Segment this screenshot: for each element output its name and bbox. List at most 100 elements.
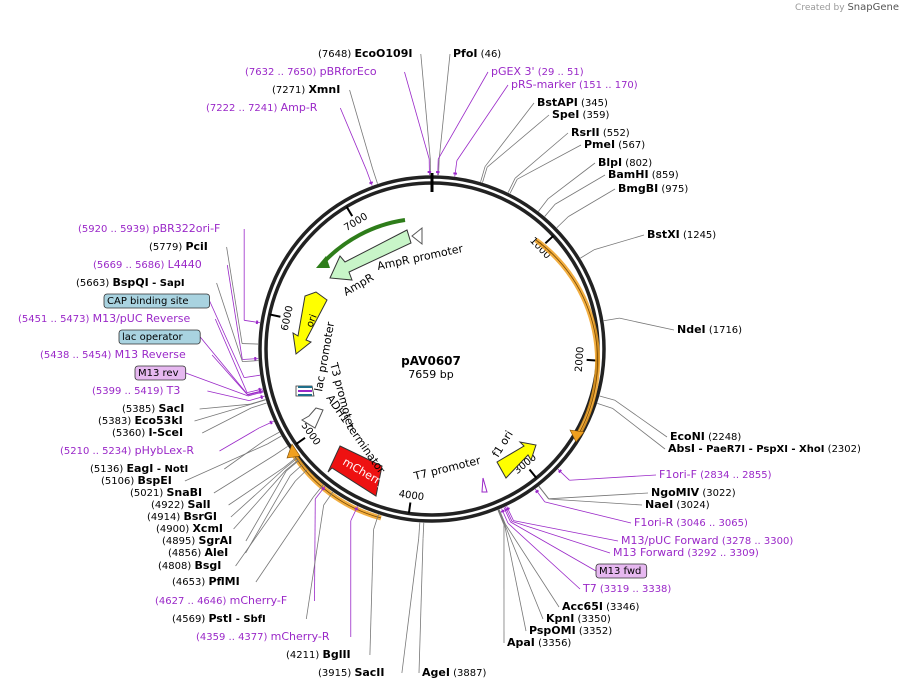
svg-text:RsrII (552): RsrII (552) [571,126,630,139]
right-label-18: M13/pUC Forward (3278 .. 3300) [621,534,793,547]
svg-text:pGEX 3' (29 .. 51): pGEX 3' (29 .. 51) [491,65,584,78]
left-label-2: (7271) XmnI [272,83,340,96]
right-connector-24 [504,524,527,632]
dark-green-arrowhead [316,256,330,268]
left-leader-16 [251,402,267,409]
left-leader-27 [312,484,324,498]
left-label-name-20: SnaBI [166,486,202,499]
right-label-name4-13: - XhoI [788,444,825,455]
right-connector-15 [548,492,649,500]
svg-text:(5451 .. 5473) M13/pUC Revers: (5451 .. 5473) M13/pUC Reverse [18,312,190,325]
left-label-name2-29: - SbfI [232,614,266,625]
right-primer-mark-21 [500,509,505,513]
left-label-box-8 [103,293,210,309]
left-label-23: (4900) XcmI [156,522,223,535]
label-ori: ori [305,313,320,329]
svg-text:F1ori-F (2834 .. 2855): F1ori-F (2834 .. 2855) [659,468,772,481]
right-label-name-7: BlpI [598,156,622,169]
svg-text:(7648) EcoO109I: (7648) EcoO109I [318,47,412,60]
left-label-box-12 [134,365,187,381]
left-label-11: (5438 .. 5454) M13 Reverse [40,348,186,361]
right-label-box-20 [595,563,648,579]
svg-text:(5399 .. 5419) T3: (5399 .. 5419) T3 [92,384,180,397]
right-connector-14 [569,474,657,481]
scale-label-4000: 4000 [398,489,425,503]
feature-ori [292,291,328,355]
right-connector-20 [510,521,597,572]
svg-text:EcoNI (2248): EcoNI (2248) [670,430,741,443]
right-label-name-21: T7 [582,582,597,595]
svg-text:PspOMI (3352): PspOMI (3352) [529,624,612,637]
left-connector-28 [314,498,316,602]
left-connector-15 [194,404,251,422]
left-connector-21 [228,467,284,506]
left-connector-32 [401,538,420,674]
orf-arc-left-head [286,443,301,459]
left-primer-mark-17 [269,420,273,425]
right-label-name3-13: - PspXI [745,444,788,455]
left-label-0: (7648) EcoO109I [318,47,412,60]
svg-text:(5021) SnaBI: (5021) SnaBI [130,486,202,499]
right-connector-19 [511,520,611,554]
right-label-name-15: NgoMIV [651,486,700,499]
right-leader-8 [544,203,556,217]
svg-text:(4627 .. 4646) mCherry-F: (4627 .. 4646) mCherry-F [155,594,287,607]
right-label-20: M13 fwd [595,563,648,579]
right-label-name-6: PmeI [584,138,615,151]
right-label-pos-23: (3350) [574,614,611,625]
right-label-0: PfoI (46) [453,47,501,60]
left-label-32: (3915) SacII [318,666,385,679]
left-label-name-13: T3 [166,384,181,397]
left-label-pos-5: (5779) [149,242,185,253]
right-label-name-0: PfoI [453,47,478,60]
feature-AmpR-promoter [411,226,423,246]
svg-text:BlpI (802): BlpI (802) [598,156,652,169]
right-leader-12 [599,395,616,401]
svg-text:F1ori-R (3046 .. 3065): F1ori-R (3046 .. 3065) [634,516,748,529]
left-label-27: (4653) PflMI [172,575,240,588]
svg-text:(7222 .. 7241) Amp-R: (7222 .. 7241) Amp-R [206,101,318,114]
snapgene-logo: SnapGene [847,2,899,13]
left-connector-27 [255,497,314,583]
right-label-name-14: F1ori-F [659,468,697,481]
right-label-name-5: RsrII [571,126,600,139]
snapgene-credit: Created by SnapGene [795,2,899,13]
svg-text:(7632 .. 7650) pBRforEco: (7632 .. 7650) pBRforEco [245,65,377,78]
left-label-name-30: mCherry-R [271,630,330,643]
right-label-pos-7: (802) [622,158,652,169]
left-leader-21 [283,457,297,468]
left-label-22: (4914) BsrGI [147,510,217,523]
left-label-16: (5360) I-SceI [112,426,183,439]
left-leader-15 [250,399,266,405]
right-label-4: SpeI (359) [552,108,610,121]
left-connector-9 [214,318,248,393]
left-label-pos-19: (5106) [101,476,137,487]
right-leader-11 [603,317,620,322]
left-connector-31 [369,529,374,656]
right-connector-12 [614,399,668,438]
scale-tick-3000 [528,468,538,479]
svg-text:BmgBI (975): BmgBI (975) [618,182,688,195]
left-primer-mark-4 [255,320,259,325]
left-label-pos-0: (7648) [318,49,354,60]
right-label-16: NaeI (3024) [645,498,710,511]
left-label-pos-31: (4211) [286,650,322,661]
right-connector-17 [544,501,632,524]
feature-mCherry [327,445,383,497]
right-label-22: Acc65I (3346) [562,600,639,613]
svg-text:KpnI (3350): KpnI (3350) [546,612,611,625]
right-label-name-20: M13 fwd [599,566,641,577]
left-label-pos-13: (5399 .. 5419) [92,386,167,397]
left-leader-20 [274,445,288,456]
left-label-name-0: EcoO109I [354,47,412,60]
left-label-pos-27: (4653) [172,577,208,588]
right-label-name-8: BamHI [608,168,649,181]
right-label-name-26: AgeI [422,666,450,679]
right-label-name-1: pGEX 3' [491,65,535,78]
right-label-name-23: KpnI [546,612,574,625]
feature-f1-ori [496,441,537,479]
left-label-name-24: SgrAI [198,534,232,547]
right-leader-25 [497,509,505,525]
right-label-pos-24: (3352) [576,626,613,637]
left-label-pos-7: (5663) [76,278,112,289]
